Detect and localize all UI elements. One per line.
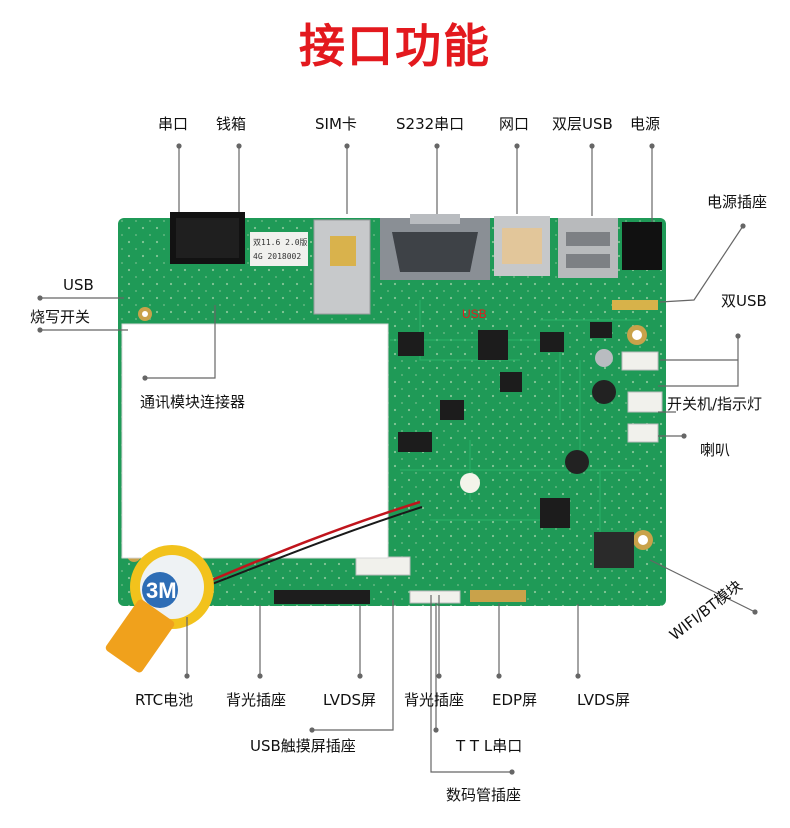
label-cash-drawer: 钱箱 [216,115,247,133]
white-headers [355,351,663,604]
capacitors [460,349,616,493]
yellow-antenna [105,599,175,673]
rtc-wire [211,500,421,582]
label-backlight-1: 背光插座 [226,691,287,709]
label-rs232: S232串口 [396,115,465,133]
label-backlight-2: 背光插座 [404,691,465,709]
version-sticker: 双11.6 2.0版 4G 2018002 [250,232,308,266]
label-digital-tube: 数码管插座 [446,786,522,804]
usb-stack [558,218,618,278]
label-burn-switch: 烧写开关 [30,308,91,326]
bottom-headers [274,590,526,604]
leader-lines [40,146,756,773]
label-speaker: 喇叭 [700,441,731,459]
label-sim: SIM卡 [315,115,357,133]
label-dual-usb-top: 双层USB [552,115,613,133]
usb-header [612,300,658,310]
sim-slot [313,219,371,315]
wifi-module [594,532,634,568]
db9-connector [380,214,490,280]
label-ethernet: 网口 [499,115,530,133]
label-dual-usb: 双USB [721,292,767,310]
page-title: 接口功能 [299,19,491,73]
label-power-switch-led: 开关机/指示灯 [667,395,763,413]
sticker-line2: 4G 2018002 [253,252,301,261]
battery-brand: 3M [146,578,177,603]
label-comm-module: 通讯模块连接器 [140,393,246,411]
comm-module-board [121,323,389,559]
label-power: 电源 [630,115,661,133]
sticker-line1: 双11.6 2.0版 [253,237,308,247]
label-lvds-1: LVDS屏 [323,691,377,709]
label-usb-touch: USB触摸屏插座 [250,737,356,755]
label-lvds-2: LVDS屏 [577,691,631,709]
chips [398,322,612,528]
label-ttl: T T L串口 [456,737,523,755]
ethernet-port [494,216,550,276]
serial-connector [170,212,245,264]
label-usb-left: USB [63,276,94,294]
label-edp: EDP屏 [492,691,538,709]
power-jack [622,222,662,270]
rtc-battery-cell: 3M [130,545,214,629]
leader-dots [37,143,758,775]
label-power-socket: 电源插座 [707,193,768,211]
label-serial: 串口 [158,115,189,133]
label-rtc-battery: RTC电池 [135,691,194,709]
usb-board-mark: USB [462,307,487,321]
